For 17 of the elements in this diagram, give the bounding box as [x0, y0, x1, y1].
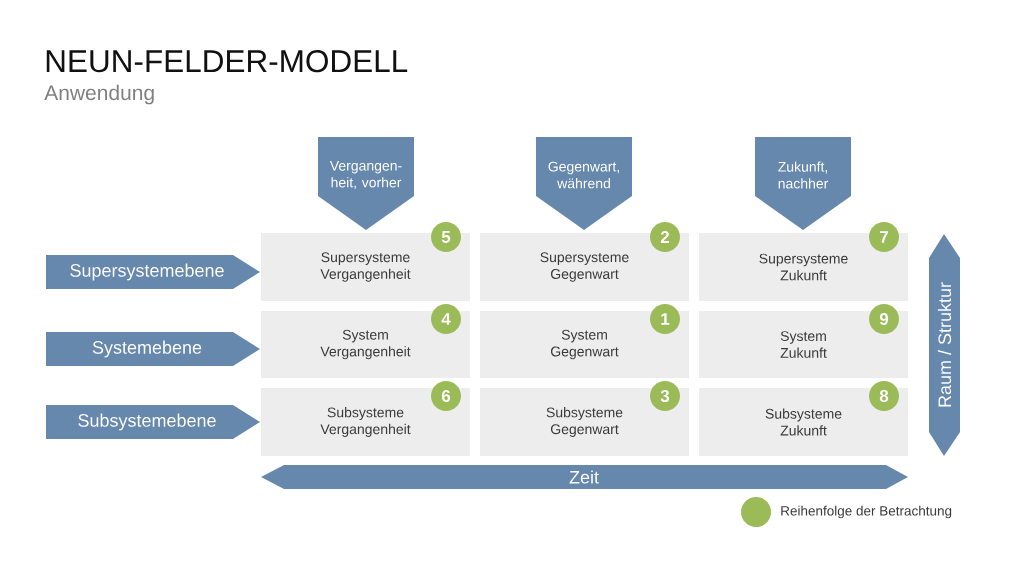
number-badge: 3: [650, 381, 680, 411]
double-arrow-band: Zeit: [261, 465, 908, 489]
number-badge: 1: [650, 304, 680, 334]
arrow-banner: Systemebene: [46, 332, 260, 366]
subtitle: Anwendung: [44, 84, 154, 105]
arrow-banner: Subsystemebene: [46, 405, 260, 439]
number-badge: 6: [431, 381, 461, 411]
arrow-banner: Supersystemebene: [46, 255, 260, 289]
number-badge: 8: [869, 381, 899, 411]
number-badge: 9: [869, 304, 899, 334]
number-badge: 4: [431, 304, 461, 334]
number-badge: 7: [869, 222, 899, 252]
number-badge: 5: [431, 222, 461, 252]
number-badge: 2: [650, 222, 680, 252]
legend-label: Reihenfolge der Betrachtung: [781, 505, 952, 519]
title: NEUN-FELDER-MODELL: [46, 50, 408, 73]
double-arrow-band: Raum / Struktur: [929, 234, 960, 456]
